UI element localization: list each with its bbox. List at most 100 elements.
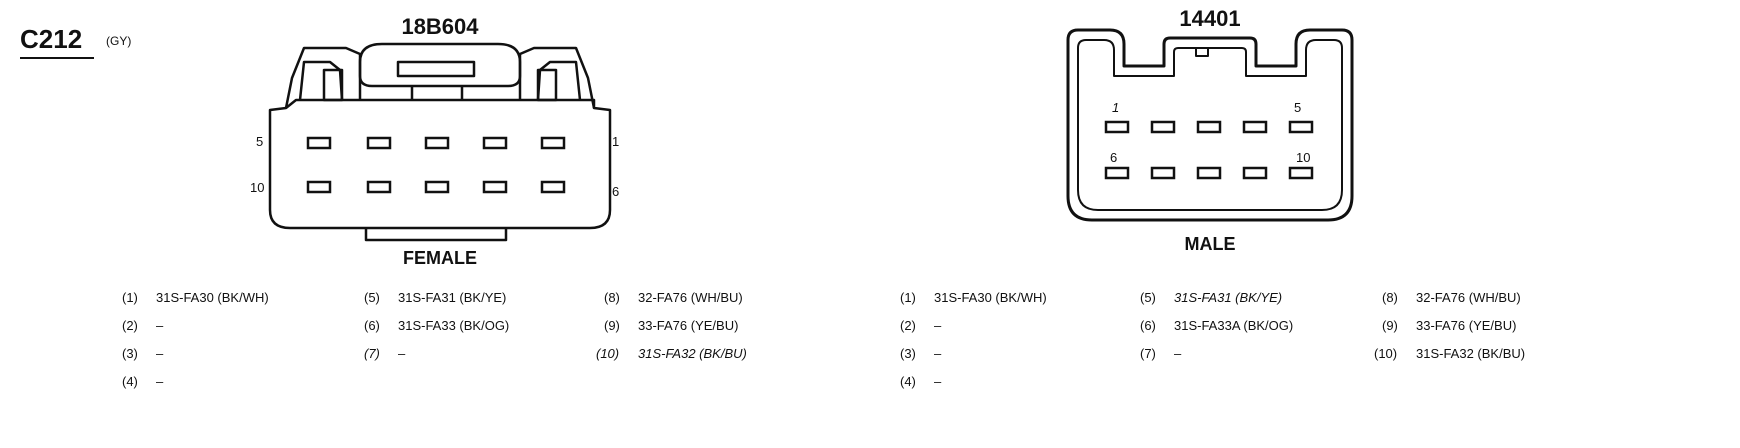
male-corner-label-bottom-left: 6 bbox=[1110, 150, 1118, 165]
female-cavity-1 bbox=[540, 136, 566, 150]
female-corner-label-bottom-right: 6 bbox=[612, 184, 620, 199]
pin-wire: 31S-FA30 (BK/WH) bbox=[934, 290, 1047, 305]
male-connector-inner bbox=[1077, 39, 1343, 211]
female-corner-label-top-right: 1 bbox=[612, 134, 620, 149]
pin-wire: 32-FA76 (WH/BU) bbox=[1416, 290, 1521, 305]
female-part-number: 18B604 bbox=[401, 14, 479, 39]
male-gender-label: MALE bbox=[1184, 234, 1236, 254]
female-pin-cavities bbox=[306, 136, 566, 194]
pin-number: (7) bbox=[364, 346, 380, 361]
female-cavity-2 bbox=[482, 136, 508, 150]
female-cavity-9 bbox=[366, 180, 392, 194]
male-cavity-10 bbox=[1288, 166, 1314, 180]
pin-number: (9) bbox=[1382, 318, 1398, 333]
pin-number: (6) bbox=[364, 318, 380, 333]
female-pin-row-7: (7) – bbox=[364, 346, 405, 361]
male-corner-label-bottom-right: 10 bbox=[1296, 150, 1311, 165]
male-pin-row-3: (3) – bbox=[900, 346, 941, 361]
pin-number: (5) bbox=[1140, 290, 1156, 305]
pin-number: (3) bbox=[122, 346, 138, 361]
female-pin-row-9: (9) 33-FA76 (YE/BU) bbox=[604, 318, 738, 333]
female-connector-outline bbox=[268, 42, 612, 242]
pin-wire: – bbox=[934, 374, 942, 389]
pin-wire: 31S-FA31 (BK/YE) bbox=[398, 290, 507, 305]
male-cavity-9 bbox=[1242, 166, 1268, 180]
female-pin-row-2: (2) – bbox=[122, 318, 163, 333]
pin-number: (2) bbox=[122, 318, 138, 333]
pin-number: (4) bbox=[122, 374, 138, 389]
pin-wire: 31S-FA30 (BK/WH) bbox=[156, 290, 269, 305]
pin-wire: 31S-FA32 (BK/BU) bbox=[638, 346, 747, 361]
female-cavity-5 bbox=[306, 136, 332, 150]
male-cavity-3 bbox=[1196, 120, 1222, 134]
pin-wire: – bbox=[1174, 346, 1182, 361]
female-cavity-8 bbox=[424, 180, 450, 194]
pin-wire: – bbox=[934, 346, 942, 361]
pin-wire: 31S-FA32 (BK/BU) bbox=[1416, 346, 1526, 361]
male-pin-cavities bbox=[1104, 120, 1314, 180]
male-cavity-7 bbox=[1150, 166, 1176, 180]
male-cavity-8 bbox=[1196, 166, 1222, 180]
male-corner-label-top-left: 1 bbox=[1112, 100, 1120, 115]
pin-number: (2) bbox=[900, 318, 916, 333]
male-cavity-2 bbox=[1150, 120, 1176, 134]
pin-number: (10) bbox=[596, 346, 620, 361]
female-cavity-6 bbox=[540, 180, 566, 194]
pin-number: (8) bbox=[1382, 290, 1398, 305]
female-corner-label-bottom-left: 10 bbox=[250, 180, 265, 195]
male-pin-row-5: (5) 31S-FA31 (BK/YE) bbox=[1140, 290, 1282, 305]
male-cavity-6 bbox=[1104, 166, 1130, 180]
male-cavity-5 bbox=[1288, 120, 1314, 134]
female-corner-label-top-left: 5 bbox=[256, 134, 264, 149]
pin-number: (1) bbox=[900, 290, 916, 305]
pin-wire: – bbox=[156, 346, 164, 361]
male-pin-row-2: (2) – bbox=[900, 318, 941, 333]
male-cavity-1 bbox=[1104, 120, 1130, 134]
male-pin-row-7: (7) – bbox=[1140, 346, 1181, 361]
female-cavity-10 bbox=[306, 180, 332, 194]
female-pin-row-4: (4) – bbox=[122, 374, 163, 389]
female-gender-label: FEMALE bbox=[403, 248, 477, 268]
female-pin-row-5: (5) 31S-FA31 (BK/YE) bbox=[364, 290, 506, 305]
pin-wire: – bbox=[934, 318, 942, 333]
pin-wire: – bbox=[156, 374, 164, 389]
pin-number: (8) bbox=[604, 290, 620, 305]
male-connector-outline bbox=[1066, 28, 1354, 222]
pin-number: (9) bbox=[604, 318, 620, 333]
pin-wire: – bbox=[156, 318, 164, 333]
female-pin-row-8: (8) 32-FA76 (WH/BU) bbox=[604, 290, 743, 305]
male-pin-row-6: (6) 31S-FA33A (BK/OG) bbox=[1140, 318, 1293, 333]
male-corner-label-top-right: 5 bbox=[1294, 100, 1302, 115]
pin-wire: 33-FA76 (YE/BU) bbox=[1416, 318, 1517, 333]
pin-wire: 32-FA76 (WH/BU) bbox=[638, 290, 743, 305]
female-cavity-4 bbox=[366, 136, 392, 150]
male-part-number: 14401 bbox=[1179, 6, 1241, 31]
connector-color-code: (GY) bbox=[106, 34, 132, 48]
female-cavity-3 bbox=[424, 136, 450, 150]
male-pin-row-8: (8) 32-FA76 (WH/BU) bbox=[1382, 290, 1521, 305]
female-pin-row-10: (10) 31S-FA32 (BK/BU) bbox=[596, 346, 747, 361]
female-pin-row-6: (6) 31S-FA33 (BK/OG) bbox=[364, 318, 509, 333]
connector-id-heading: C212 bbox=[20, 24, 94, 59]
pin-number: (5) bbox=[364, 290, 380, 305]
pin-number: (3) bbox=[900, 346, 916, 361]
pin-number: (6) bbox=[1140, 318, 1156, 333]
pin-wire: – bbox=[398, 346, 406, 361]
male-pin-row-10: (10) 31S-FA32 (BK/BU) bbox=[1374, 346, 1525, 361]
pin-number: (7) bbox=[1140, 346, 1156, 361]
pin-number: (10) bbox=[1374, 346, 1398, 361]
female-pin-row-3: (3) – bbox=[122, 346, 163, 361]
pin-wire: 31S-FA33A (BK/OG) bbox=[1174, 318, 1294, 333]
male-cavity-4 bbox=[1242, 120, 1268, 134]
female-pin-row-1: (1) 31S-FA30 (BK/WH) bbox=[122, 290, 269, 305]
pin-wire: 31S-FA31 (BK/YE) bbox=[1174, 290, 1283, 305]
pin-wire: 33-FA76 (YE/BU) bbox=[638, 318, 739, 333]
female-cavity-7 bbox=[482, 180, 508, 194]
pin-number: (4) bbox=[900, 374, 916, 389]
pin-wire: 31S-FA33 (BK/OG) bbox=[398, 318, 510, 333]
pin-number: (1) bbox=[122, 290, 138, 305]
connector-id: C212 bbox=[20, 24, 83, 54]
male-pin-row-4: (4) – bbox=[900, 374, 941, 389]
male-pin-row-9: (9) 33-FA76 (YE/BU) bbox=[1382, 318, 1516, 333]
